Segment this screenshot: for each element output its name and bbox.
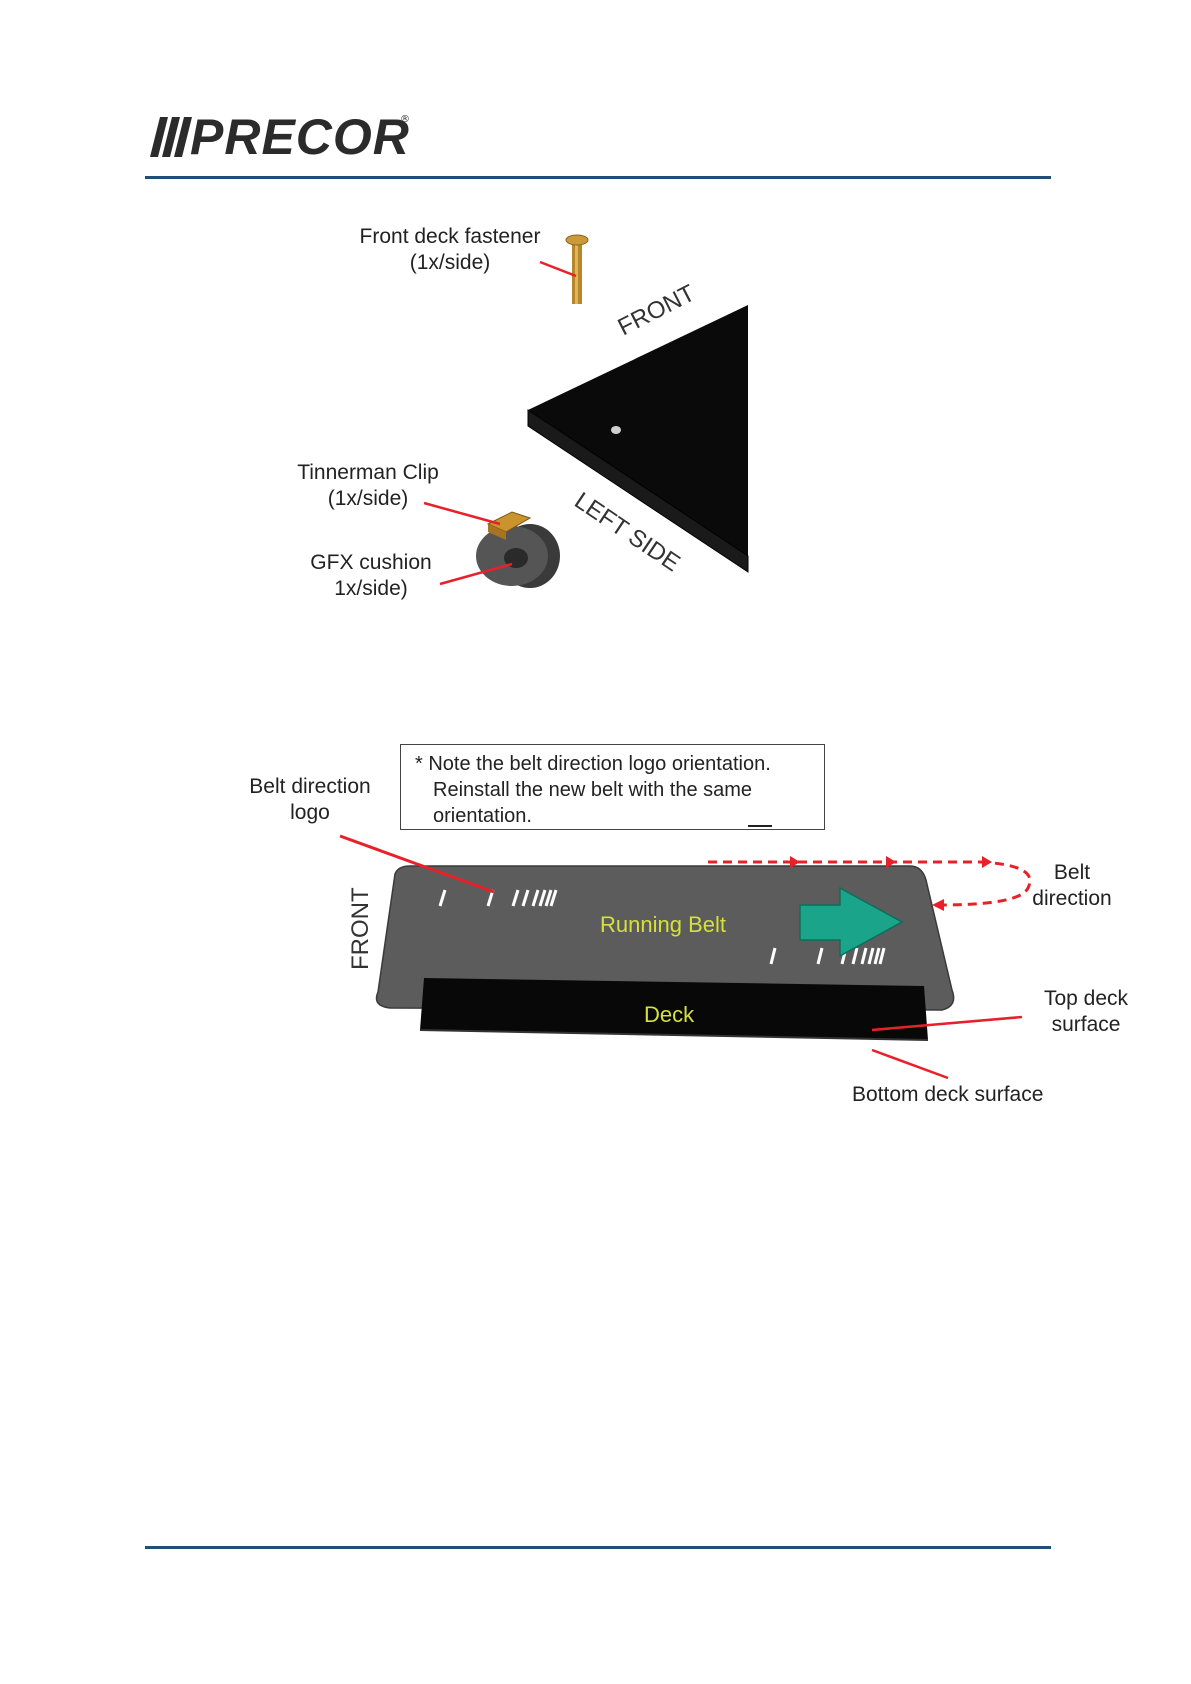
running-belt-label: Running Belt: [600, 912, 726, 938]
direction-label-line2: direction: [1024, 886, 1120, 912]
top-deck-label-line1: Top deck: [1036, 986, 1136, 1012]
bottom-deck-callout-line: [872, 1050, 948, 1078]
logo-label-line2: logo: [240, 800, 380, 826]
footer-rule: [145, 1546, 1051, 1549]
belt-direction-diagram: [0, 0, 1191, 1120]
direction-label-line1: Belt: [1024, 860, 1120, 886]
belt-direction-label: Belt direction: [1024, 860, 1120, 912]
top-deck-surface-label: Top deck surface: [1036, 986, 1136, 1038]
bottom-deck-surface-label: Bottom deck surface: [852, 1082, 1043, 1108]
logo-label-line1: Belt direction: [240, 774, 380, 800]
belt-logo-label: Belt direction logo: [240, 774, 380, 826]
belt-front-label: FRONT: [348, 887, 374, 970]
top-deck-label-line2: surface: [1036, 1012, 1136, 1038]
deck-label: Deck: [644, 1002, 694, 1028]
